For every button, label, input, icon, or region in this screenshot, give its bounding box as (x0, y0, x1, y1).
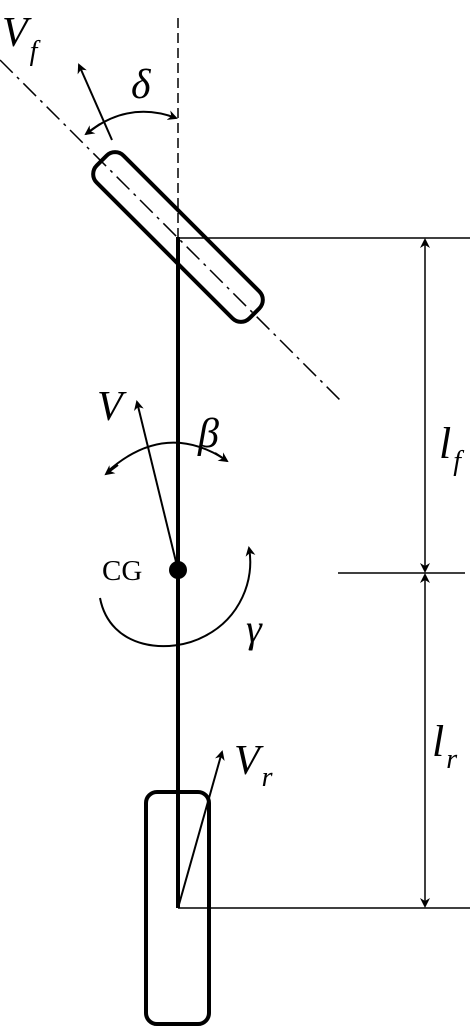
rear-velocity-arrow (177, 750, 225, 909)
steer-angle-label: δ (131, 62, 152, 108)
front-velocity-arrow (77, 63, 113, 141)
center-of-gravity-label: CG (102, 555, 142, 587)
steer-angle-arc (85, 110, 178, 135)
rear-velocity-label: Vr (234, 738, 273, 793)
front-length-label: lf (439, 419, 464, 477)
yaw-rate-arc (99, 546, 256, 648)
front-wheel-axis-line (0, 59, 341, 401)
slip-angle-label: β (197, 411, 219, 457)
body-velocity-arrow (134, 400, 179, 571)
front-velocity-label: Vf (2, 10, 41, 67)
slip-angle-arc (106, 441, 227, 473)
body-velocity-label: V (97, 384, 127, 430)
slip-angle-arrow-left (104, 464, 119, 476)
center-of-gravity-dot (169, 561, 187, 579)
slip-angle-arrow-right (214, 452, 229, 463)
steer-angle-arc-start-arrow (84, 123, 101, 136)
yaw-rate-label: γ (246, 606, 263, 651)
front-wheel (91, 150, 265, 324)
rear-length-label: lr (432, 717, 457, 775)
